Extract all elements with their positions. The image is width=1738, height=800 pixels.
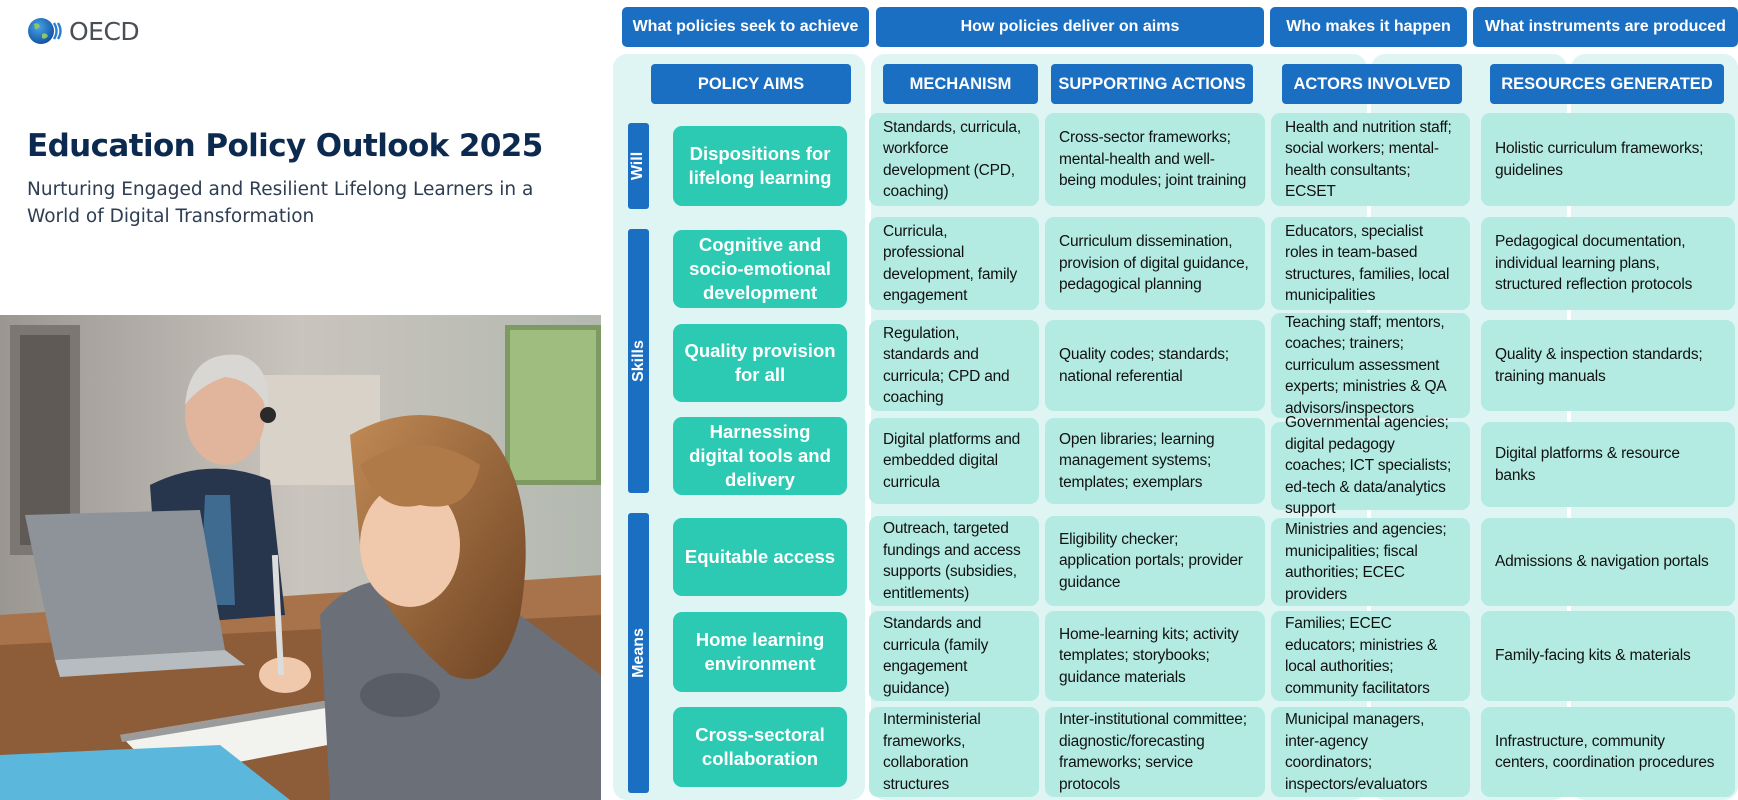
- cell-mechanism: Interministerial frameworks, collaborati…: [869, 707, 1039, 797]
- cell-actors: Governmental agencies; digital pedagogy …: [1271, 414, 1470, 517]
- page-subtitle: Nurturing Engaged and Resilient Lifelong…: [27, 179, 534, 227]
- group-label-skills: Skills: [629, 340, 647, 382]
- col-header-supporting-actions: SUPPORTING ACTIONS: [1051, 64, 1253, 104]
- cell-resources: Family-facing kits & materials: [1481, 611, 1735, 701]
- group-label-means: Means: [629, 628, 647, 678]
- cell-resources: Holistic curriculum frameworks; guidelin…: [1481, 113, 1735, 206]
- cell-resources: Infrastructure, community centers, coord…: [1481, 707, 1735, 797]
- aim-equitable-access: Equitable access: [673, 518, 847, 596]
- cell-mechanism: Outreach, targeted fundings and access s…: [869, 516, 1039, 606]
- cell-supporting-actions: Home-learning kits; activity templates; …: [1045, 611, 1265, 701]
- col-header-mechanism: MECHANISM: [883, 64, 1038, 104]
- cell-supporting-actions: Eligibility checker; application portals…: [1045, 516, 1265, 606]
- top-header-actors: Who makes it happen: [1270, 7, 1467, 47]
- cover-photo: [0, 315, 601, 800]
- aim-dispositions: Dispositions for lifelong learning: [673, 126, 847, 206]
- policy-framework-table: What policies seek to achieve How polici…: [601, 0, 1738, 800]
- cell-supporting-actions: Inter-institutional committee; diagnosti…: [1045, 707, 1265, 797]
- cell-supporting-actions: Curriculum dissemination, provision of d…: [1045, 217, 1265, 310]
- cell-mechanism: Curricula, professional development, fam…: [869, 217, 1039, 310]
- cell-mechanism: Digital platforms and embedded digital c…: [869, 418, 1039, 504]
- oecd-logo: OECD: [26, 14, 140, 48]
- aim-cognitive: Cognitive and socio-emotional developmen…: [673, 230, 847, 308]
- cell-resources: Quality & inspection standards; training…: [1481, 320, 1735, 411]
- page-title: Education Policy Outlook 2025: [27, 128, 543, 164]
- group-bar-will: [628, 123, 649, 209]
- col-header-resources-generated: RESOURCES GENERATED: [1490, 64, 1724, 104]
- cell-actors: Educators, specialist roles in team-base…: [1271, 217, 1470, 310]
- globe-icon: [28, 18, 62, 44]
- cell-resources: Admissions & navigation portals: [1481, 518, 1735, 606]
- report-cover: OECD Education Policy Outlook 2025 Nurtu…: [0, 0, 601, 800]
- aim-home-learning: Home learning environment: [673, 612, 847, 692]
- logo-wordmark: OECD: [69, 16, 140, 46]
- cell-actors: Ministries and agencies; municipalities;…: [1271, 518, 1470, 606]
- cell-resources: Digital platforms & resource banks: [1481, 422, 1735, 507]
- cell-actors: Families; ECEC educators; ministries & l…: [1271, 611, 1470, 701]
- cell-mechanism: Regulation, standards and curricula; CPD…: [869, 320, 1039, 411]
- cell-mechanism: Standards, curricula, workforce developm…: [869, 113, 1039, 206]
- aim-cross-sectoral: Cross-sectoral collaboration: [673, 707, 847, 787]
- cell-mechanism: Standards and curricula (family engageme…: [869, 611, 1039, 701]
- top-header-achieve: What policies seek to achieve: [622, 7, 869, 47]
- cell-supporting-actions: Open libraries; learning management syst…: [1045, 418, 1265, 504]
- cell-supporting-actions: Quality codes; standards; national refer…: [1045, 320, 1265, 411]
- group-label-will: Will: [629, 151, 647, 181]
- cell-actors: Teaching staff; mentors, coaches; traine…: [1271, 313, 1470, 418]
- top-header-instruments: What instruments are produced: [1473, 7, 1738, 47]
- col-header-actors-involved: ACTORS INVOLVED: [1282, 64, 1462, 104]
- cell-actors: Health and nutrition staff; social worke…: [1271, 113, 1470, 206]
- aim-quality-provision: Quality provision for all: [673, 324, 847, 402]
- group-bar-skills: [628, 229, 649, 493]
- aim-digital-tools: Harnessing digital tools and delivery: [673, 417, 847, 495]
- cell-actors: Municipal managers, inter-agency coordin…: [1271, 707, 1470, 797]
- cell-supporting-actions: Cross-sector frameworks; mental-health a…: [1045, 113, 1265, 206]
- cell-resources: Pedagogical documentation, individual le…: [1481, 217, 1735, 310]
- top-header-deliver: How policies deliver on aims: [876, 7, 1264, 47]
- group-bar-means: [628, 513, 649, 793]
- col-header-policy-aims: POLICY AIMS: [651, 64, 851, 104]
